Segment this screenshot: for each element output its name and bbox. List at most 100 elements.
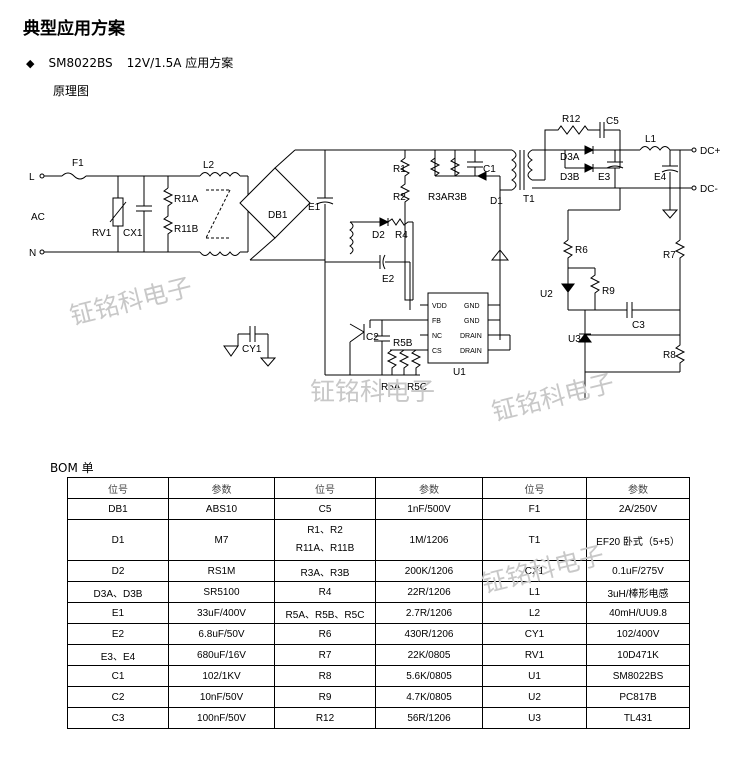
bom-cell-line: R1、R2 xyxy=(307,525,343,536)
bom-cell: 1M/1206 xyxy=(375,519,483,561)
bom-cell: 1nF/500V xyxy=(375,498,483,520)
label-R6: R6 xyxy=(575,245,588,256)
bom-cell: R4 xyxy=(274,581,376,603)
label-D3B: D3B xyxy=(560,172,580,183)
label-R4: R4 xyxy=(395,230,408,241)
bom-cell: 100nF/50V xyxy=(168,707,275,729)
label-D2: D2 xyxy=(372,230,385,241)
bom-header-cell: 参数 xyxy=(375,477,483,499)
label-C2: C2 xyxy=(366,332,379,343)
bom-cell: 102/400V xyxy=(586,623,690,645)
solution-model: SM8022BS xyxy=(48,56,113,70)
bom-cell: 680uF/16V xyxy=(168,644,275,666)
bom-cell: U2 xyxy=(482,686,587,708)
label-D1: D1 xyxy=(490,196,503,207)
bom-cell: R6 xyxy=(274,623,376,645)
label-C5: C5 xyxy=(606,116,619,127)
label-CX1: CX1 xyxy=(123,228,143,239)
pin-vdd: VDD xyxy=(432,303,447,310)
bom-cell: C1 xyxy=(67,665,169,687)
label-DB1: DB1 xyxy=(268,210,288,221)
solution-desc: 12V/1.5A 应用方案 xyxy=(126,56,234,70)
schematic-title: 原理图 xyxy=(53,84,90,98)
bom-header-cell: 位号 xyxy=(482,477,587,499)
page-heading: 典型应用方案 xyxy=(23,19,125,39)
bom-header-cell: 参数 xyxy=(586,477,690,499)
bom-cell: L2 xyxy=(482,602,587,624)
label-U2: U2 xyxy=(540,289,553,300)
pin-gnd-1: GND xyxy=(464,303,480,310)
bom-cell: PC817B xyxy=(586,686,690,708)
bom-cell: 2.7R/1206 xyxy=(375,602,483,624)
schematic-diagram: L N AC F1 L2 RV1 CX1 R11A R11B DB1 E1 R1… xyxy=(29,114,720,400)
bom-cell-line: R11A、R11B xyxy=(295,543,355,554)
label-R8: R8 xyxy=(663,350,676,361)
label-L2: L2 xyxy=(203,160,215,171)
bom-cell: SR5100 xyxy=(168,581,275,603)
label-R5A: R5A xyxy=(381,382,401,393)
bom-header-cell: 位号 xyxy=(67,477,169,499)
bom-header-row: 位号 参数 位号 参数 位号 参数 xyxy=(67,477,690,499)
label-L: L xyxy=(29,172,35,183)
label-F1: F1 xyxy=(72,158,84,169)
pin-nc: NC xyxy=(432,333,442,340)
bom-cell: R8 xyxy=(274,665,376,687)
bom-cell: R7 xyxy=(274,644,376,666)
bom-cell: 6.8uF/50V xyxy=(168,623,275,645)
bom-cell: 0.1uF/275V xyxy=(586,560,690,582)
bom-cell: F1 xyxy=(482,498,587,520)
bom-cell: 4.7K/0805 xyxy=(375,686,483,708)
bom-cell: U3 xyxy=(482,707,587,729)
bom-header-cell: 位号 xyxy=(274,477,376,499)
bom-cell: R5A、R5B、R5C xyxy=(274,602,376,624)
bom-cell: 10D471K xyxy=(586,644,690,666)
label-R1: R1 xyxy=(393,164,406,175)
pin-drain-1: DRAIN xyxy=(460,333,482,340)
label-E4: E4 xyxy=(654,172,667,183)
label-dc-minus: DC- xyxy=(700,184,718,195)
label-R2: R2 xyxy=(393,192,406,203)
bom-cell: U1 xyxy=(482,665,587,687)
bom-header-cell: 参数 xyxy=(168,477,275,499)
pin-gnd-2: GND xyxy=(464,318,480,325)
label-R9: R9 xyxy=(602,286,615,297)
bom-cell: RV1 xyxy=(482,644,587,666)
bom-cell: D1 xyxy=(67,519,169,561)
bom-cell: RS1M xyxy=(168,560,275,582)
bom-cell: C2 xyxy=(67,686,169,708)
bom-cell: 102/1KV xyxy=(168,665,275,687)
bom-cell: CX1 xyxy=(482,560,587,582)
bom-cell: D2 xyxy=(67,560,169,582)
label-RV1: RV1 xyxy=(92,228,112,239)
label-R12: R12 xyxy=(562,114,581,125)
bom-cell: C3 xyxy=(67,707,169,729)
label-C3: C3 xyxy=(632,320,645,331)
label-T1: T1 xyxy=(523,194,535,205)
bom-cell: 22K/0805 xyxy=(375,644,483,666)
bom-cell: M7 xyxy=(168,519,275,561)
label-D3A: D3A xyxy=(560,152,580,163)
bom-cell: E3、E4 xyxy=(67,644,169,666)
label-dc-plus: DC+ xyxy=(700,146,720,157)
bom-cell: R3A、R3B xyxy=(274,560,376,582)
pin-cs: CS xyxy=(432,348,442,355)
label-E3: E3 xyxy=(598,172,611,183)
bom-cell: 200K/1206 xyxy=(375,560,483,582)
pin-fb: FB xyxy=(432,318,441,325)
bom-cell: 430R/1206 xyxy=(375,623,483,645)
label-U1: U1 xyxy=(453,367,466,378)
bom-cell: EF20 卧式（5+5） xyxy=(586,519,690,561)
bom-cell: R9 xyxy=(274,686,376,708)
bom-cell: 10nF/50V xyxy=(168,686,275,708)
label-R3AR3B: R3AR3B xyxy=(428,192,467,203)
